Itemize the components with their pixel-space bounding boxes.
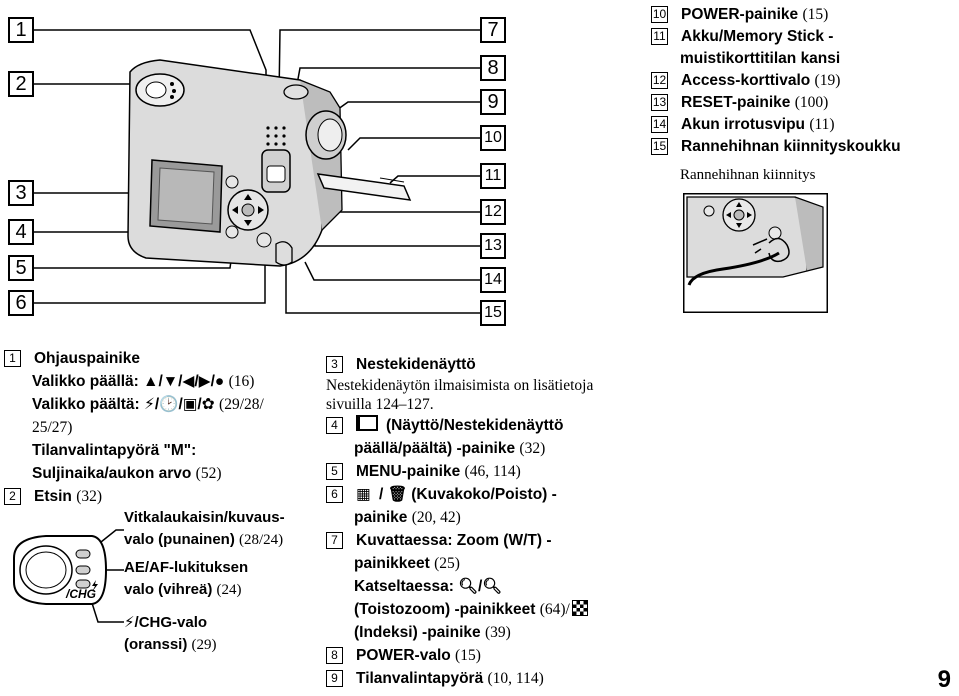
strap-illustration: [683, 193, 828, 313]
callout-15: 15: [480, 300, 506, 326]
callout-8: 8: [480, 55, 506, 81]
viewfinder-lamps: AE/AF-lukituksen valo (vihreä) (24): [124, 557, 248, 601]
callout-10: 10: [480, 125, 506, 151]
chg-label: /CHG: [66, 587, 96, 601]
callout-4: 4: [8, 219, 34, 245]
item-6-heading: 6▦ / 🗑(Kuvakoko/Poisto) -: [326, 483, 626, 506]
item-3-desc: sivuilla 124–127.: [326, 396, 434, 413]
index-icon: [571, 600, 588, 616]
item-1-line: Valikko päällä: ▲/▼/◀/▶/● (16): [32, 373, 255, 390]
item-6-line: painike (20, 42): [354, 509, 461, 526]
item-3-desc: Nestekidenäytön ilmaisimista on lisätiet…: [326, 377, 594, 394]
zoom-out-icon: 🔍︎: [458, 578, 478, 595]
item-7-line: (Toistozoom) -painikkeet (64)/: [326, 598, 626, 621]
strap-caption: Rannehihnan kiinnitys: [680, 167, 816, 183]
callout-9: 9: [480, 89, 506, 115]
zoom-in-icon: 🔍︎: [482, 578, 502, 595]
callout-6: 6: [8, 290, 34, 316]
item-7-line: Katseltaessa: 🔍︎/🔍︎: [354, 578, 502, 595]
list-item: muistikorttitilan kansi: [680, 50, 841, 67]
item-1-line: Tilanvalintapyörä "M":: [32, 442, 197, 459]
image-size-icon: ▦: [356, 486, 371, 503]
callout-14: 14: [480, 267, 506, 293]
item-7-line: painikkeet (25): [354, 555, 460, 572]
viewfinder-illustration: [13, 529, 124, 623]
lamp-selftimer-label: Vitkalaukaisin/kuvaus-: [124, 509, 285, 526]
callout-2: 2: [8, 71, 34, 97]
callout-5: 5: [8, 255, 34, 281]
item-1-line: Suljinaika/aukon arvo (52): [32, 465, 222, 482]
lamp-chg-label: ⚡/CHG-valo: [124, 614, 208, 631]
callout-13: 13: [480, 233, 506, 259]
item-4-line: päällä/päältä) -painike (32): [354, 440, 546, 457]
viewfinder-lamps: Vitkalaukaisin/kuvaus- valo (punainen) (…: [124, 507, 285, 551]
item-7-line: (Indeksi) -painike (39): [354, 624, 511, 641]
lamp-chg-label: (oranssi) (29): [124, 636, 217, 653]
lamp-aeaf-label: valo (vihreä) (24): [124, 581, 242, 598]
display-toggle-icon: [356, 415, 378, 431]
camera-illustration: [34, 29, 480, 314]
lamp-selftimer-label: valo (punainen) (28/24): [124, 531, 284, 548]
callout-3: 3: [8, 180, 34, 206]
page-number: 9: [937, 666, 951, 693]
lamp-aeaf-label: AE/AF-lukituksen: [124, 559, 249, 576]
item-1-line: Valikko päältä: ⚡/🕑/▣/✿ (29/28/: [32, 396, 264, 413]
trash-icon: 🗑: [387, 486, 408, 503]
item-4-heading: 4(Näyttö/Nestekidenäyttö: [326, 414, 626, 437]
viewfinder-lamps: ⚡/CHG-valo (oranssi) (29): [124, 612, 217, 656]
callout-7: 7: [480, 17, 506, 43]
callout-11: 11: [480, 163, 506, 189]
callout-1: 1: [8, 17, 34, 43]
item-1-line: 25/27): [32, 419, 73, 436]
callout-12: 12: [480, 199, 506, 225]
